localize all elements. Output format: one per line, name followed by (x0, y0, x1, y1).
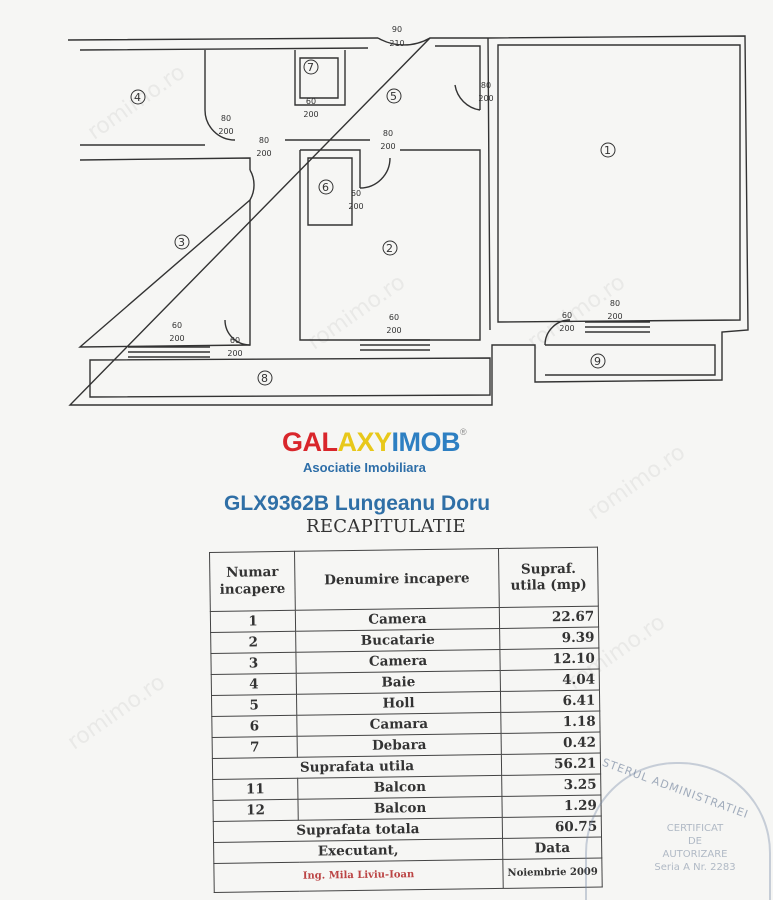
cell-area: 1.29 (501, 795, 602, 818)
cell-area: 9.39 (499, 627, 600, 650)
cell-area: 1.18 (500, 711, 601, 734)
door-size: 60 (389, 313, 399, 322)
cell-area: 6.41 (500, 690, 601, 713)
door-size: 200 (227, 349, 242, 358)
room-number: 7 (307, 61, 314, 74)
cell-name: Holl (296, 691, 501, 716)
cell-name: Camera (295, 607, 500, 632)
cell-area: 0.42 (501, 732, 601, 755)
door-size: 200 (607, 312, 622, 321)
cell-name: Camera (295, 649, 501, 674)
cell-name: Debara (297, 733, 502, 758)
cell-name: Balcon (297, 775, 502, 800)
cell-name: Baie (296, 670, 501, 695)
door-size: 60 (562, 311, 572, 320)
door-size: 80 (610, 299, 620, 308)
door-size: 200 (169, 334, 184, 343)
header-area: Supraf. utila (mp) (498, 547, 599, 608)
door-size: 80 (383, 129, 393, 138)
door-size: 200 (386, 326, 401, 335)
door-size: 200 (380, 142, 395, 151)
room-number: 3 (178, 236, 185, 249)
room-number: 8 (261, 372, 268, 385)
header-name: Denumire incapere (294, 548, 500, 611)
cell-area: 12.10 (499, 648, 600, 671)
door-size: 90 (392, 25, 402, 34)
cell-number: 6 (211, 715, 298, 738)
cell-number: 4 (211, 673, 297, 696)
cell-number: 5 (211, 694, 297, 717)
door-size: 200 (218, 127, 233, 136)
cell-area: 4.04 (500, 669, 600, 692)
door-size: 200 (303, 110, 318, 119)
door-size: 60 (230, 336, 240, 345)
door-size: 60 (351, 189, 361, 198)
cell-name: Balcon (297, 796, 503, 821)
room-number: 2 (386, 242, 393, 255)
cell-name: Bucatarie (295, 628, 500, 653)
door-size: 210 (389, 39, 404, 48)
floor-plan: 1 2 3 4 5 6 7 8 9 90 210 80 200 80 200 80 20… (67, 25, 749, 406)
area-summary-table: Numar incapere Denumire incapere Supraf.… (209, 547, 603, 893)
door-size: 200 (348, 202, 363, 211)
cell-number: 7 (212, 736, 298, 759)
door-size: 60 (172, 321, 182, 330)
brand-logo: GALAXYIMOB® (282, 427, 467, 457)
door-size: 60 (306, 97, 316, 106)
door-size: 80 (481, 81, 491, 90)
cell-name: Camara (296, 712, 502, 737)
table-header-row: Numar incapere Denumire incapere Supraf.… (209, 547, 599, 612)
cell-number: 11 (212, 778, 298, 801)
listing-reference: GLX9362B Lungeanu Doru (224, 492, 491, 515)
room-number: 4 (134, 91, 141, 104)
watermark: romimo.ro (63, 669, 171, 756)
room-number: 6 (322, 181, 329, 194)
door-size: 80 (221, 114, 231, 123)
cell-number: 2 (210, 631, 296, 654)
watermark: romimo.ro (583, 439, 691, 526)
cell-number: 12 (212, 799, 299, 822)
door-size: 200 (559, 324, 574, 333)
executant-name: Ing. Mila Liviu-Ioan (213, 859, 504, 893)
room-number: 9 (594, 355, 601, 368)
door-size: 200 (478, 94, 493, 103)
subtotal-area: 56.21 (501, 753, 601, 776)
room-number: 5 (390, 90, 397, 103)
brand-subtitle: Asociatie Imobiliara (303, 460, 426, 475)
cell-number: 3 (210, 652, 297, 675)
door-size: 200 (256, 149, 271, 158)
cell-area: 3.25 (501, 774, 602, 797)
document-title: RECAPITULATIE (306, 516, 466, 537)
room-number: 1 (604, 144, 611, 157)
cell-area: 22.67 (499, 606, 599, 629)
door-size: 80 (259, 136, 269, 145)
cell-number: 1 (210, 610, 296, 633)
header-number: Numar incapere (209, 551, 296, 612)
